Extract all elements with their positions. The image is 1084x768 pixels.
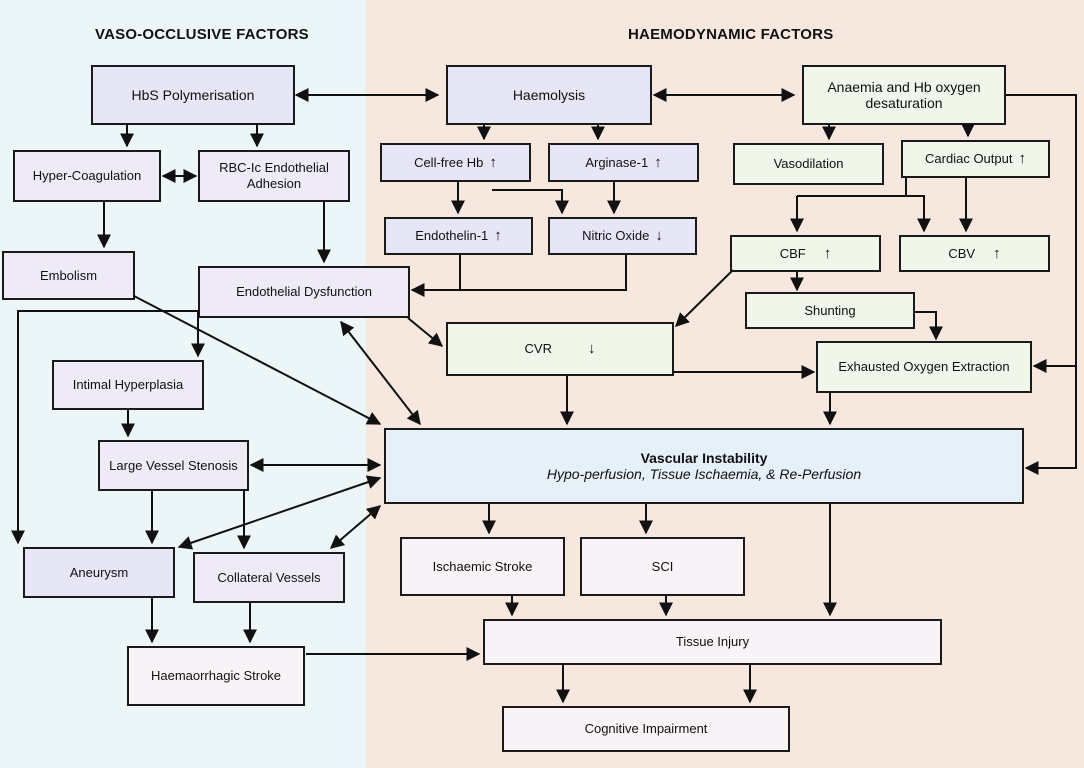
exhausted-oxygen-label: Exhausted Oxygen Extraction: [838, 359, 1010, 374]
cell-free-hb-label: Cell-free Hb: [414, 154, 484, 170]
vascular-instability-subtitle: Hypo-perfusion, Tissue Ischaemia, & Re-P…: [546, 466, 862, 482]
down-arrow-icon: ↓: [655, 227, 663, 244]
vaso-occlusive-heading: VASO-OCCLUSIVE FACTORS: [95, 26, 309, 43]
down-arrow-icon: ↓: [587, 340, 596, 357]
endothelial-dysfunction-label: Endothelial Dysfunction: [236, 284, 372, 299]
nitric-oxide-label: Nitric Oxide: [582, 228, 650, 243]
tissue-injury-label: Tissue Injury: [675, 634, 750, 649]
up-arrow-icon: ↑: [654, 153, 662, 171]
haemolysis-box: Haemolysis: [446, 65, 652, 125]
large-vessel-stenosis-label: Large Vessel Stenosis: [109, 457, 238, 473]
sci-label: SCI: [651, 558, 674, 574]
hyper-coagulation-label: Hyper-Coagulation: [32, 168, 142, 183]
up-arrow-icon: ↑: [489, 153, 497, 171]
arginase-label: Arginase-1: [585, 154, 649, 170]
endothelial-dysfunction-box: Endothelial Dysfunction: [198, 266, 410, 318]
up-arrow-icon: ↑: [494, 227, 502, 244]
vasodilation-box: Vasodilation: [733, 143, 884, 185]
cell-free-hb-box: Cell-free Hb ↑: [380, 143, 531, 182]
shunting-box: Shunting: [745, 292, 915, 329]
collateral-vessels-box: Collateral Vessels: [193, 552, 345, 603]
tissue-injury-box: Tissue Injury: [483, 619, 942, 665]
rbc-adhesion-label: RBC-Ic Endothelial Adhesion: [219, 160, 329, 191]
up-arrow-icon: ↑: [993, 244, 1001, 262]
cardiac-output-label: Cardiac Output: [925, 151, 1013, 166]
cbv-label: CBV: [948, 245, 976, 261]
haemolysis-label: Haemolysis: [512, 87, 586, 103]
vascular-instability-title: Vascular Instability: [640, 450, 768, 466]
hyper-coagulation-box: Hyper-Coagulation: [13, 150, 161, 202]
cbv-box: CBV ↑: [899, 235, 1050, 272]
up-arrow-icon: ↑: [823, 244, 832, 262]
cognitive-impairment-label: Cognitive Impairment: [584, 721, 708, 736]
cardiac-output-box: Cardiac Output ↑: [901, 140, 1050, 178]
haemodynamic-heading: HAEMODYNAMIC FACTORS: [628, 26, 834, 43]
sci-box: SCI: [580, 537, 745, 596]
haemorrhagic-stroke-box: Haemaorrhagic Stroke: [127, 646, 305, 706]
hbs-polymerisation-label: HbS Polymerisation: [131, 87, 255, 103]
embolism-label: Embolism: [39, 267, 98, 283]
haemorrhagic-stroke-label: Haemaorrhagic Stroke: [150, 668, 282, 683]
ischaemic-stroke-label: Ischaemic Stroke: [432, 558, 533, 574]
aneurysm-label: Aneurysm: [69, 564, 129, 580]
hbs-polymerisation-box: HbS Polymerisation: [91, 65, 295, 125]
cbf-box: CBF ↑: [730, 235, 881, 272]
cvr-label: CVR: [524, 341, 552, 356]
collateral-vessels-label: Collateral Vessels: [217, 569, 321, 585]
large-vessel-stenosis-box: Large Vessel Stenosis: [98, 440, 249, 491]
cvr-box: CVR ↓: [446, 322, 674, 376]
shunting-label: Shunting: [804, 302, 856, 318]
vasodilation-label: Vasodilation: [773, 156, 844, 171]
anaemia-label: Anaemia and Hb oxygen desaturation: [827, 79, 981, 111]
intimal-hyperplasia-box: Intimal Hyperplasia: [52, 360, 204, 410]
aneurysm-box: Aneurysm: [23, 547, 175, 598]
anaemia-box: Anaemia and Hb oxygen desaturation: [802, 65, 1006, 125]
vascular-instability-box: Vascular Instability Hypo-perfusion, Tis…: [384, 428, 1024, 504]
embolism-box: Embolism: [2, 251, 135, 300]
rbc-adhesion-box: RBC-Ic Endothelial Adhesion: [198, 150, 350, 202]
intimal-hyperplasia-label: Intimal Hyperplasia: [72, 377, 184, 392]
endothelin-label: Endothelin-1: [415, 228, 489, 243]
arginase-box: Arginase-1 ↑: [548, 143, 699, 182]
ischaemic-stroke-box: Ischaemic Stroke: [400, 537, 565, 596]
cognitive-impairment-box: Cognitive Impairment: [502, 706, 790, 752]
nitric-oxide-box: Nitric Oxide ↓: [548, 217, 697, 255]
endothelin-box: Endothelin-1 ↑: [384, 217, 533, 255]
exhausted-oxygen-box: Exhausted Oxygen Extraction: [816, 341, 1032, 393]
cbf-label: CBF: [779, 245, 806, 261]
up-arrow-icon: ↑: [1018, 150, 1026, 167]
